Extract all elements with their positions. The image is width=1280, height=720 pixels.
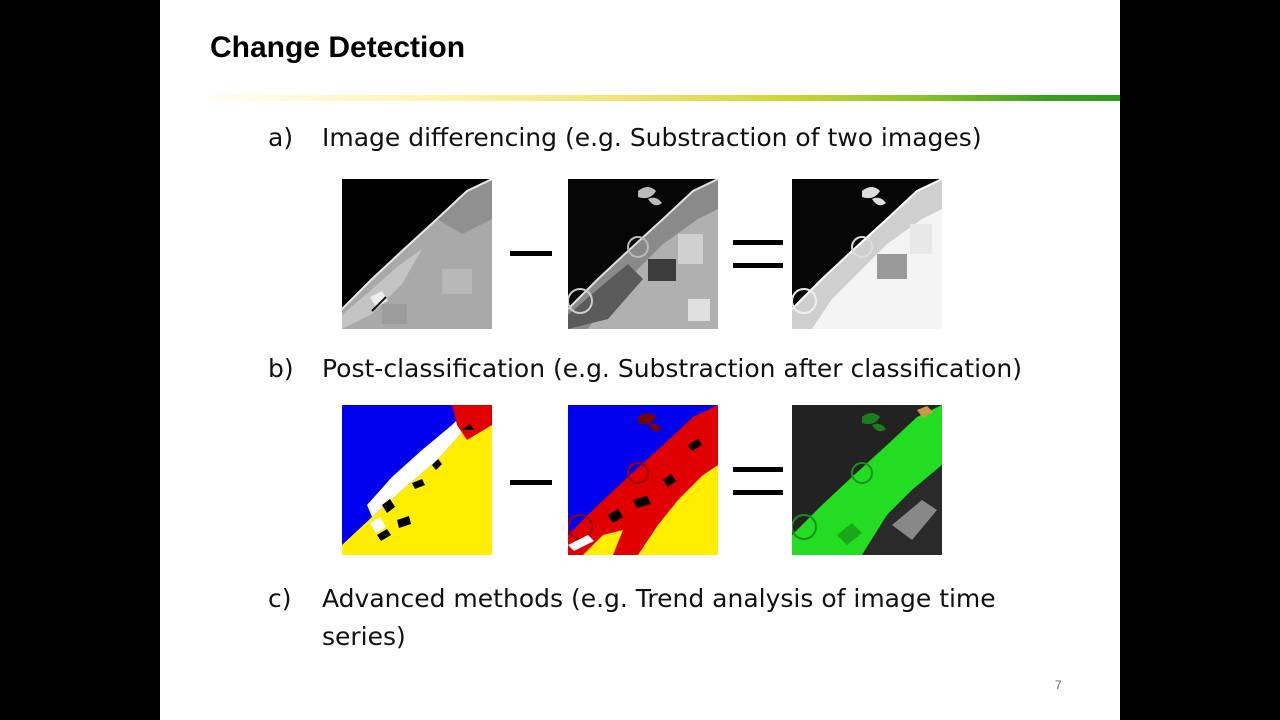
satellite-image-before [342, 179, 492, 329]
list-item-text: Image differencing (e.g. Substraction of… [322, 123, 982, 152]
minus-operator [510, 251, 552, 256]
list-item-text: Post-classification (e.g. Substraction a… [322, 354, 1022, 383]
list-marker: a) [268, 123, 294, 152]
list-item-text-line2: series) [322, 622, 406, 651]
satellite-image-after [568, 179, 718, 329]
slide: Change Detection a) Image differencing (… [160, 0, 1120, 720]
title-divider [208, 95, 1120, 101]
difference-image [792, 179, 942, 329]
page-number: 7 [1055, 678, 1062, 692]
list-marker: c) [268, 584, 292, 613]
minus-operator [510, 480, 552, 485]
list-marker: b) [268, 354, 294, 383]
classified-image-after [568, 405, 718, 555]
change-map-image [792, 405, 942, 555]
classified-image-before [342, 405, 492, 555]
equals-operator [733, 240, 783, 268]
equals-operator [733, 467, 783, 495]
slide-title: Change Detection [210, 31, 466, 64]
list-item-text-line1: Advanced methods (e.g. Trend analysis of… [322, 584, 996, 613]
